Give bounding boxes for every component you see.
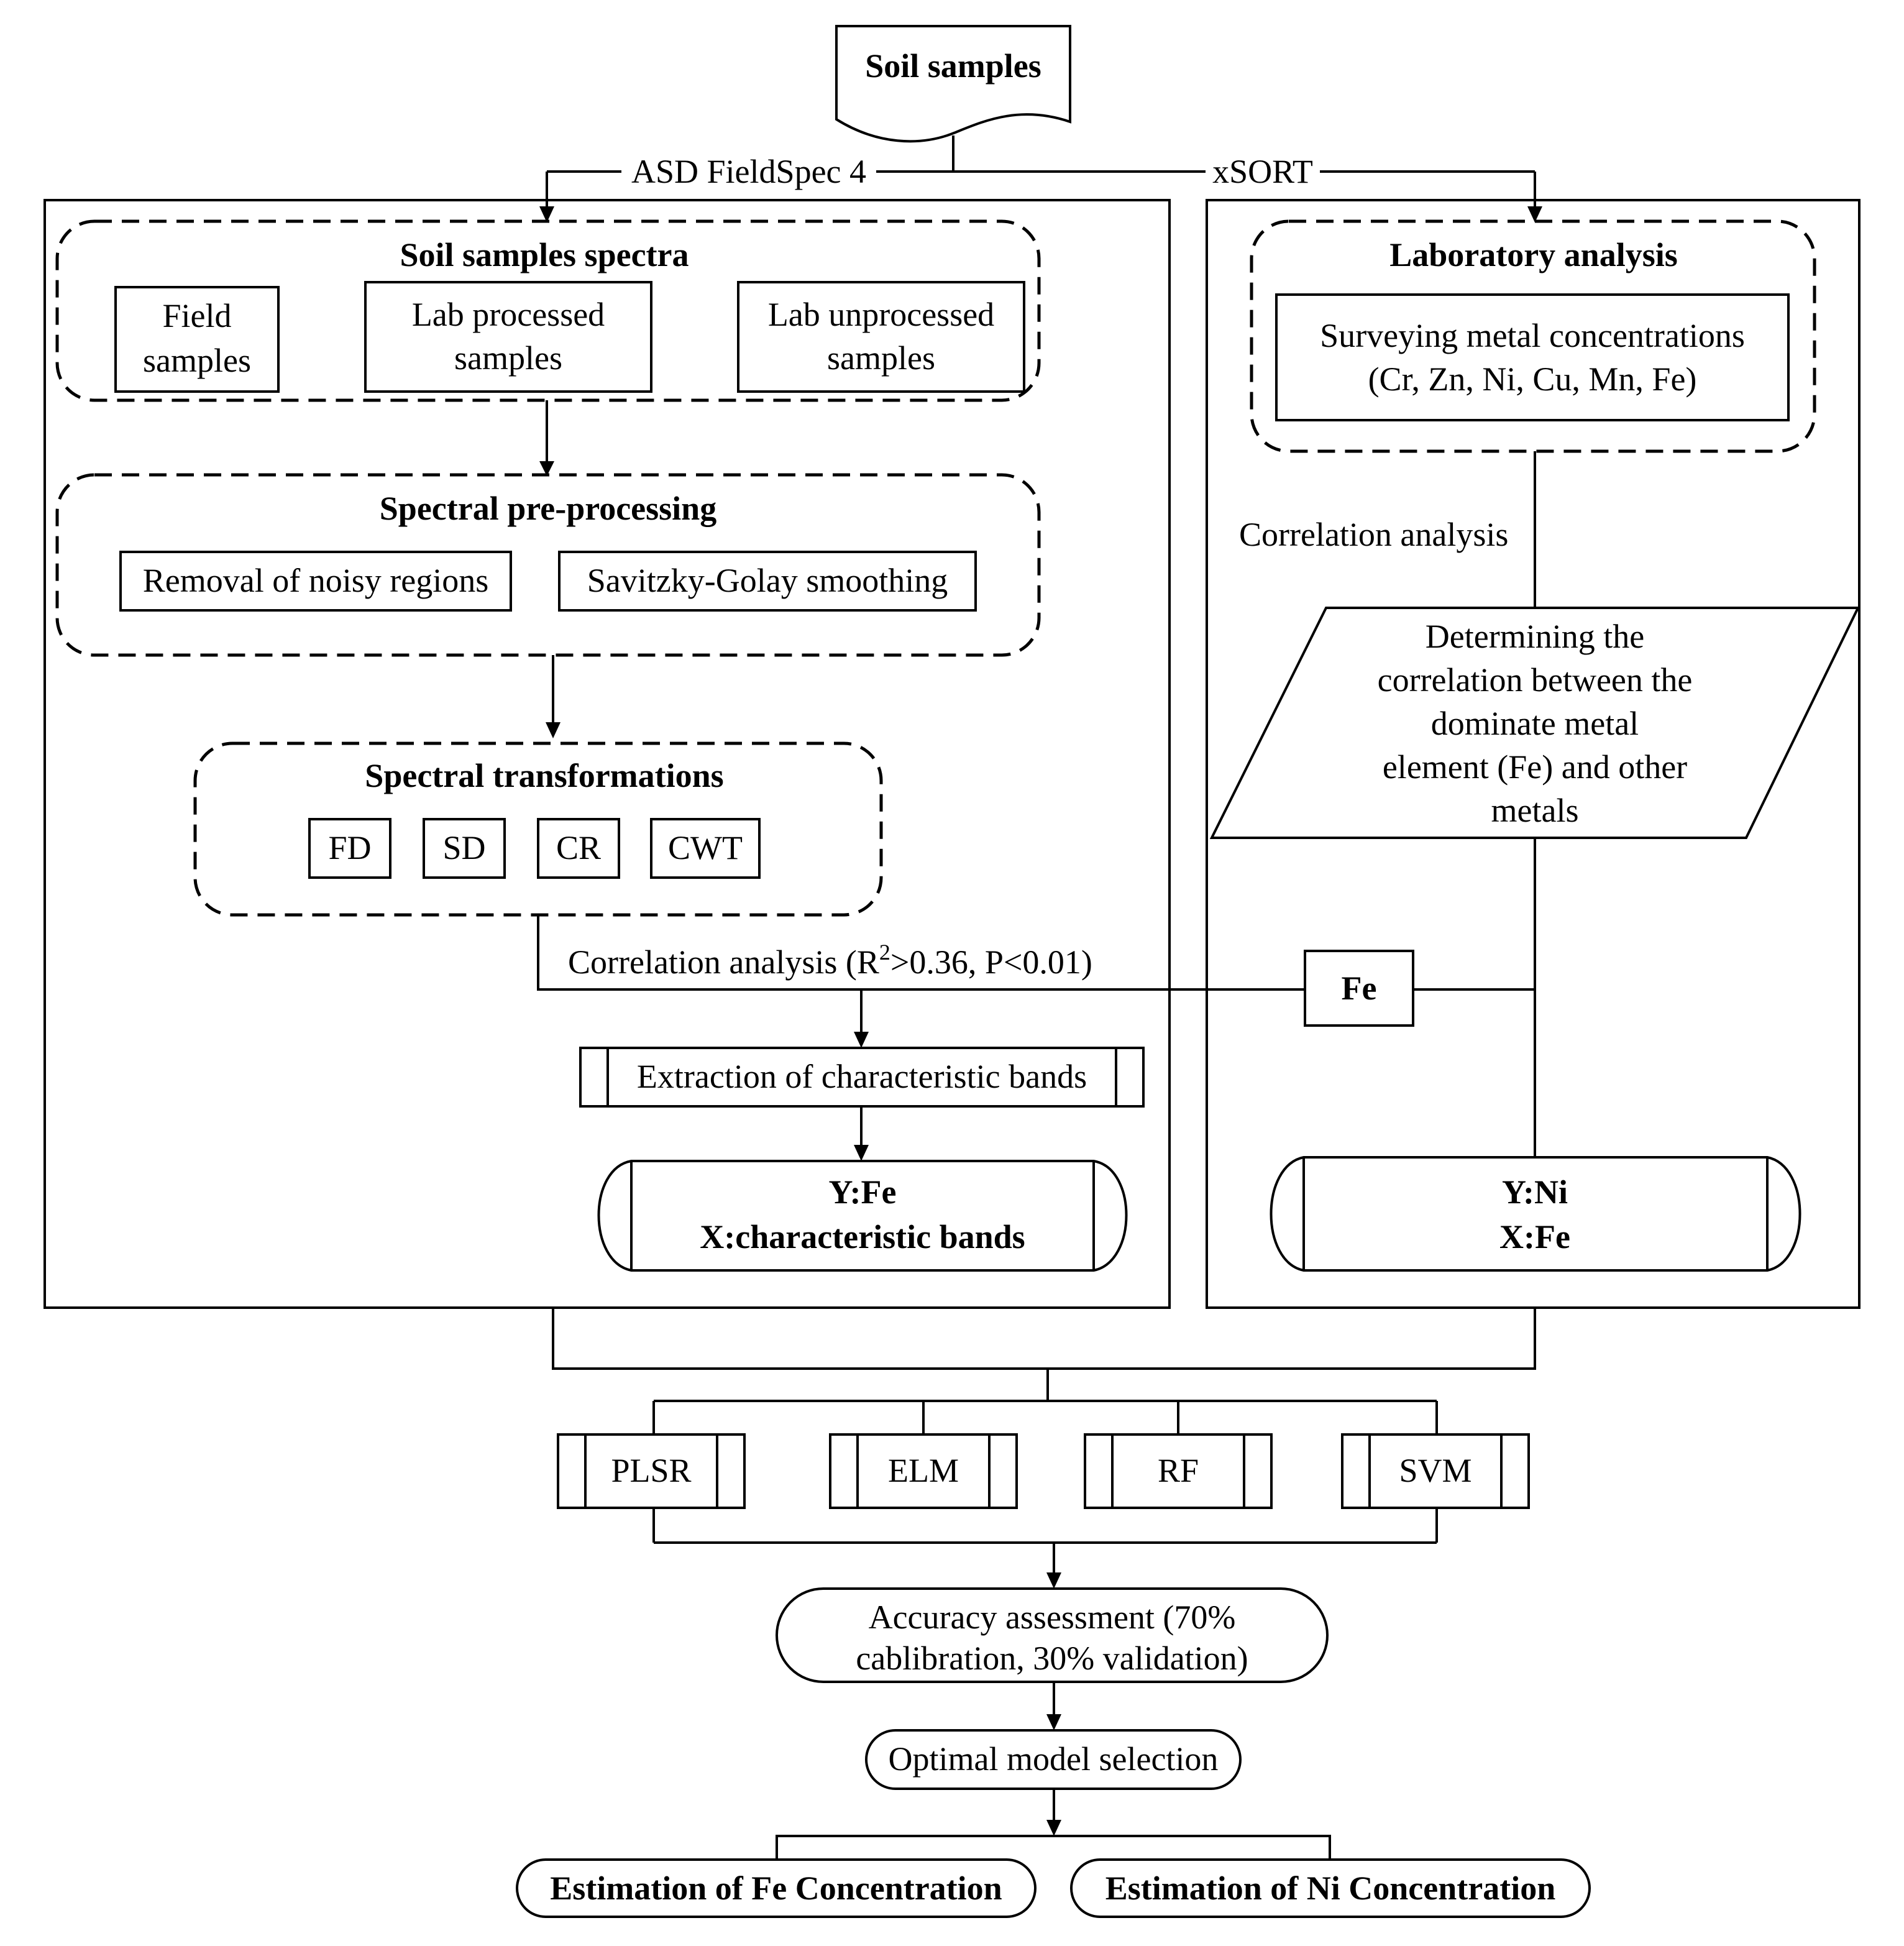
cr-label: CR — [556, 829, 601, 866]
fe-output-label: Estimation of Fe Concentration — [550, 1870, 1002, 1907]
cwt-box — [650, 818, 761, 879]
surveying-box — [1275, 293, 1790, 421]
preprocessing-title: Spectral pre-processing — [380, 490, 716, 527]
ni-output-label: Estimation of Ni Concentration — [1105, 1870, 1555, 1907]
corr-left-label: Correlation analysis (R2>0.36, P<0.01) — [568, 940, 1092, 981]
cwt-label: CWT — [668, 829, 743, 866]
arrow-to-preproc — [539, 461, 554, 476]
right-model-inner-lines — [1302, 1157, 1769, 1270]
lab-unprocessed-line2: samples — [827, 339, 935, 377]
optimal-label: Optimal model selection — [889, 1740, 1219, 1778]
fd-label: FD — [328, 829, 371, 866]
arrow-to-spectra — [539, 206, 554, 223]
noisy-regions-label: Removal of noisy regions — [143, 562, 488, 599]
surveying-line2: (Cr, Zn, Ni, Cu, Mn, Fe) — [1368, 360, 1697, 398]
corr-right-label-backing — [1235, 516, 1513, 553]
determining-line4: element (Fe) and other — [1383, 748, 1687, 786]
plsr-inner-lines — [584, 1434, 718, 1508]
lab-processed-line2: samples — [454, 339, 562, 377]
outputs-split-line — [776, 1835, 1331, 1860]
savitzky-golay-label: Savitzky-Golay smoothing — [587, 562, 948, 599]
cr-box — [537, 818, 620, 879]
fe-box — [1304, 950, 1414, 1027]
transformations-title: Spectral transformations — [365, 757, 723, 794]
elm-inner-lines — [856, 1434, 991, 1508]
left-model-x: X:characteristic bands — [700, 1218, 1025, 1255]
arrow-to-left-model — [854, 1145, 869, 1161]
extraction-label: Extraction of characteristic bands — [637, 1058, 1087, 1095]
surveying-line1: Surveying metal concentrations — [1320, 317, 1745, 354]
lab-processed-line1: Lab processed — [412, 296, 605, 333]
lab-unprocessed-line1: Lab unprocessed — [768, 296, 994, 333]
arrow-to-accuracy — [1046, 1572, 1061, 1589]
field-samples-line2: samples — [143, 342, 251, 379]
asd-fieldspec-label: ASD FieldSpec 4 — [631, 153, 866, 190]
determining-line2: correlation between the — [1378, 661, 1693, 699]
asd-fieldspec-label-backing — [628, 153, 870, 190]
spectra-title: Soil samples spectra — [400, 236, 689, 273]
laboratory-branch-frame — [1206, 199, 1861, 1309]
soil-samples-label: Soil samples — [865, 47, 1041, 85]
corr-right-label: Correlation analysis — [1239, 516, 1508, 553]
corr-left-prefix: Correlation analysis (R — [568, 943, 879, 981]
arrow-to-outputs — [1046, 1820, 1061, 1836]
xsort-label-backing — [1209, 153, 1317, 190]
savitzky-golay-box — [558, 551, 977, 612]
fd-box — [308, 818, 391, 879]
models-join-lines — [652, 1508, 1438, 1574]
spectra-group — [55, 219, 1041, 402]
arrow-to-lab — [1527, 206, 1542, 223]
laboratory-title: Laboratory analysis — [1389, 236, 1678, 273]
right-model-y: Y:Ni — [1502, 1173, 1568, 1211]
preprocessing-group — [55, 473, 1041, 657]
extraction-box — [579, 1047, 1145, 1108]
corr-left-sup: 2 — [879, 940, 890, 965]
noisy-regions-box — [119, 551, 512, 612]
arrow-to-extraction — [854, 1032, 869, 1048]
spectral-branch-frame — [43, 199, 1171, 1309]
transform-to-corr-line — [537, 915, 1305, 991]
fe-output-box — [516, 1858, 1037, 1918]
accuracy-box — [776, 1587, 1329, 1683]
svm-label: SVM — [1399, 1452, 1471, 1489]
soil-samples-document — [835, 25, 1071, 143]
ni-output-box — [1070, 1858, 1591, 1918]
determining-line5: metals — [1491, 792, 1579, 829]
lab-processed-box — [364, 281, 652, 393]
accuracy-line1: Accuracy assessment (70% — [869, 1599, 1236, 1636]
left-model-y: Y:Fe — [829, 1173, 897, 1211]
field-samples-line1: Field — [162, 297, 231, 334]
elm-label: ELM — [888, 1452, 959, 1489]
rf-label: RF — [1158, 1452, 1199, 1489]
arrow-to-transform — [546, 722, 561, 738]
determining-line1: Determining the — [1426, 618, 1644, 655]
arrow-to-optimal — [1046, 1714, 1061, 1730]
determining-line3: dominate metal — [1431, 705, 1639, 742]
merge-lines — [552, 1308, 1536, 1434]
xsort-label: xSORT — [1212, 153, 1313, 190]
plsr-box — [557, 1433, 746, 1509]
fe-box-label: Fe — [1342, 970, 1377, 1007]
field-samples-box — [114, 286, 280, 393]
corr-left-suffix: >0.36, P<0.01) — [890, 943, 1092, 981]
rf-inner-lines — [1111, 1434, 1245, 1508]
sd-label: SD — [442, 829, 485, 866]
determining-parallelogram — [1209, 607, 1861, 839]
plsr-label: PLSR — [611, 1452, 691, 1489]
sd-box — [423, 818, 506, 879]
svm-inner-lines — [1368, 1434, 1503, 1508]
rf-box — [1084, 1433, 1273, 1509]
elm-box — [829, 1433, 1018, 1509]
accuracy-line2: cablibration, 30% validation) — [856, 1640, 1248, 1677]
left-model-inner-lines — [630, 1161, 1095, 1270]
lab-unprocessed-box — [737, 281, 1025, 393]
extraction-inner-lines — [606, 1048, 1117, 1106]
right-model-x: X:Fe — [1499, 1218, 1570, 1255]
